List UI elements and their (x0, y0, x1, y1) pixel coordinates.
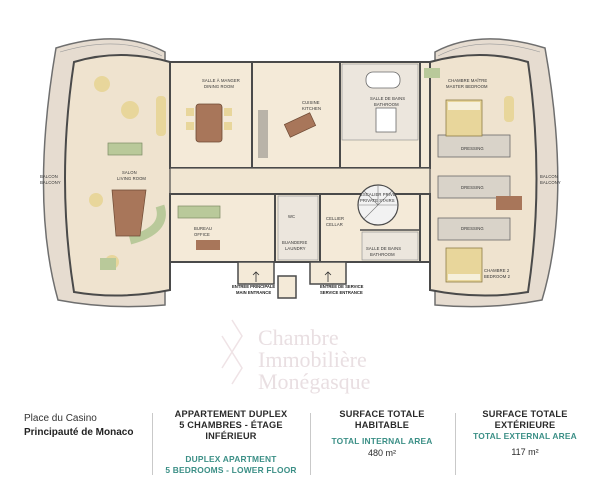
apartment-fr-line-1: APPARTEMENT DUPLEX (174, 409, 288, 419)
external-area-block: SURFACE TOTALE EXTÉRIEURE TOTAL EXTERNAL… (460, 409, 590, 458)
service-entrance-arrow-icon (324, 271, 332, 282)
label-balcony-left-fr: BALCON (40, 174, 58, 179)
external-area-value: 117 m² (511, 447, 539, 457)
label-dressing-2: DRESSING (461, 185, 484, 190)
external-area-en: TOTAL EXTERNAL AREA (473, 431, 577, 441)
watermark-line-2: Immobilière (258, 347, 367, 372)
label-balcony-right-en: BALCONY (540, 180, 561, 185)
label-office-en: OFFICE (194, 232, 210, 237)
label-dining-fr: SALLE À MANGER (202, 78, 240, 83)
watermark-line-1: Chambre (258, 325, 339, 350)
watermark-logo: Chambre Immobilière Monégasque (221, 319, 370, 394)
internal-area-value: 480 m² (367, 448, 396, 458)
furniture (89, 68, 522, 283)
external-area-fr-line-2: EXTÉRIEURE (494, 420, 556, 430)
label-service-entrance-fr: ENTRÉE DE SERVICE (320, 284, 364, 289)
location-line-1: Place du Casino (24, 413, 97, 424)
watermark-line-3: Monégasque (258, 369, 370, 394)
label-living-en: LIVING ROOM (117, 176, 146, 181)
apartment-fr-line-2: 5 CHAMBRES - ÉTAGE INFÉRIEUR (179, 420, 283, 441)
divider-3 (455, 413, 456, 475)
label-main-entrance-en: MAIN ENTRANCE (236, 290, 271, 295)
label-dressing-1: DRESSING (461, 146, 484, 151)
label-master-fr: CHAMBRE MAÎTRE (448, 78, 487, 83)
label-stair-fr: ESCALIER PRIVÉ (360, 192, 396, 197)
label-bathroom-bottom-fr: SALLE DE BAINS (366, 246, 401, 251)
divider-2 (310, 413, 311, 475)
footer-info: Place du Casino Principauté de Monaco AP… (0, 395, 600, 495)
apartment-en-line-2: 5 BEDROOMS - LOWER FLOOR (165, 465, 297, 475)
label-dining-en: DINING ROOM (204, 84, 234, 89)
label-stair-en: PRIVATE STAIRS (360, 198, 395, 203)
label-balcony-right-fr: BALCON (540, 174, 558, 179)
internal-area-block: SURFACE TOTALE HABITABLE TOTAL INTERNAL … (314, 409, 450, 459)
label-master-en: MASTER BEDROOM (446, 84, 488, 89)
location-block: Place du Casino Principauté de Monaco (24, 413, 133, 438)
label-balcony-left-en: BALCONY (40, 180, 61, 185)
internal-area-fr: SURFACE TOTALE HABITABLE (339, 409, 425, 430)
label-service-entrance-en: SERVICE ENTRANCE (320, 290, 363, 295)
apartment-block: APPARTEMENT DUPLEX 5 CHAMBRES - ÉTAGE IN… (156, 409, 306, 476)
room-labels: SALLE À MANGER DINING ROOM CUISINE KITCH… (40, 78, 561, 295)
label-kitchen-fr: CUISINE (302, 100, 320, 105)
label-wc: WC (288, 214, 295, 219)
label-bedroom2-fr: CHAMBRE 2 (484, 268, 510, 273)
label-bathroom-top-en: BATHROOM (374, 102, 399, 107)
label-laundry-fr: BUANDERIE (282, 240, 307, 245)
external-area-fr-line-1: SURFACE TOTALE (482, 409, 568, 419)
label-dressing-3: DRESSING (461, 226, 484, 231)
internal-area-en: TOTAL INTERNAL AREA (331, 436, 433, 446)
label-office-fr: BUREAU (194, 226, 212, 231)
label-bathroom-top-fr: SALLE DE BAINS (370, 96, 405, 101)
label-living-fr: SALON (122, 170, 137, 175)
entrance-arrows (252, 271, 332, 282)
floor-plan: SALLE À MANGER DINING ROOM CUISINE KITCH… (40, 38, 561, 394)
label-laundry-en: LAUNDRY (285, 246, 306, 251)
location-line-2: Principauté de Monaco (24, 427, 134, 438)
divider-1 (152, 413, 153, 475)
main-entrance-arrow-icon (252, 271, 260, 282)
label-main-entrance-fr: ENTRÉE PRINCIPALE (232, 284, 275, 289)
label-bedroom2-en: BEDROOM 2 (484, 274, 511, 279)
label-kitchen-en: KITCHEN (302, 106, 321, 111)
label-cellar-fr: CELLIER (326, 216, 344, 221)
label-bathroom-bottom-en: BATHROOM (370, 252, 395, 257)
label-cellar-en: CELLAR (326, 222, 343, 227)
apartment-en-line-1: DUPLEX APARTMENT (185, 454, 277, 464)
